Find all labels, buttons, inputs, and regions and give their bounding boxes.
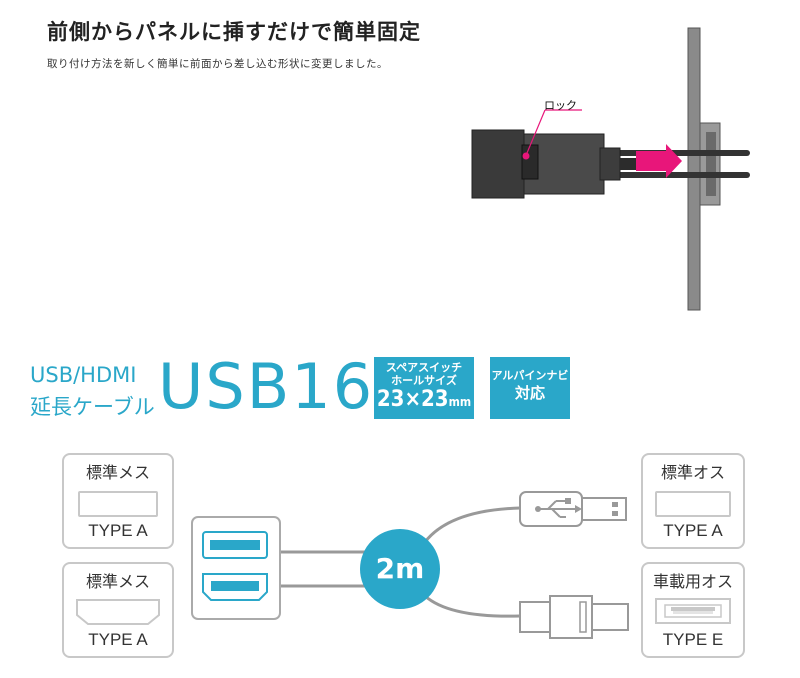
model-number: USB16 [158, 350, 375, 423]
box-left-bottom: 標準メス TYPE A [62, 562, 174, 658]
length-circle [360, 529, 440, 609]
cable-diagram [191, 491, 629, 639]
lock-leader [526, 109, 546, 154]
lock-dot [522, 152, 530, 160]
badge-size-value: 23×23mm [374, 387, 474, 415]
badge-size-unit: mm [448, 395, 472, 409]
box-right-top-type: TYPE A [663, 521, 723, 540]
badge-navi-line1: アルパインナビ [491, 369, 569, 382]
box-left-bottom-type: TYPE A [88, 630, 148, 649]
lock-label: ロック [544, 99, 577, 112]
usb-port-fill [210, 540, 260, 550]
connector-front [471, 129, 525, 199]
product-category-line1: USB/HDMI [30, 363, 137, 387]
box-left-top-type: TYPE A [88, 521, 148, 540]
usb-symbol-icon [540, 500, 575, 518]
box-right-bottom: 車載用オス TYPE E [641, 562, 745, 658]
typee-plug-collar [519, 601, 551, 633]
box-right-bottom-title: 車載用オス [652, 572, 733, 591]
hdmi-port-fill [211, 581, 259, 591]
hdmi-female-icon [76, 599, 160, 625]
subline: 取り付け方法を新しく簡単に前面から差し込む形状に変更しました。 [47, 58, 388, 70]
box-left-top-title: 標準メス [85, 463, 150, 482]
badge-size-number: 23×23 [376, 387, 449, 412]
connector-illustration [471, 27, 750, 311]
box-right-top-title: 標準オス [660, 463, 725, 482]
box-left-top: 標準メス TYPE A [62, 453, 174, 549]
usb-a-male-icon [655, 491, 731, 517]
headline: 前側からパネルに挿すだけで簡単固定 [47, 20, 421, 44]
product-category-line2: 延長ケーブル [30, 395, 155, 419]
usb-symbol-square [565, 498, 571, 504]
usb-plug-hole-1 [612, 502, 618, 507]
usb-plug-hole-2 [612, 511, 618, 516]
typee-plug-tip [591, 603, 629, 631]
badge-hole-size: スペアスイッチ ホールサイズ 23×23mm [374, 357, 474, 419]
cable-hdmi-out [424, 594, 521, 618]
box-right-bottom-type: TYPE E [662, 630, 724, 649]
badge-alpine-navi: アルパインナビ 対応 [490, 357, 570, 419]
cable-lower [600, 172, 750, 178]
badge-size-line2: ホールサイズ [391, 374, 457, 387]
length-label: 2m [375, 552, 425, 585]
usb-a-female-icon [78, 491, 158, 517]
panel-plate [687, 27, 701, 311]
type-e-connector-icon [655, 598, 731, 624]
box-left-bottom-title: 標準メス [85, 572, 150, 591]
usb-symbol-arrow [575, 505, 582, 513]
cable-usb-out [423, 506, 521, 543]
insert-arrow [636, 144, 682, 178]
badge-size-line1: スペアスイッチ [385, 361, 463, 374]
usb-symbol-dot [535, 506, 541, 512]
box-right-top: 標準オス TYPE A [641, 453, 745, 549]
lock-tab [521, 144, 539, 180]
usb-plug-tip [581, 497, 627, 521]
connector-rear [599, 147, 621, 181]
collar-inner [706, 132, 716, 196]
typee-plug-latch [579, 601, 587, 633]
badge-navi-line2: 対応 [514, 384, 545, 402]
